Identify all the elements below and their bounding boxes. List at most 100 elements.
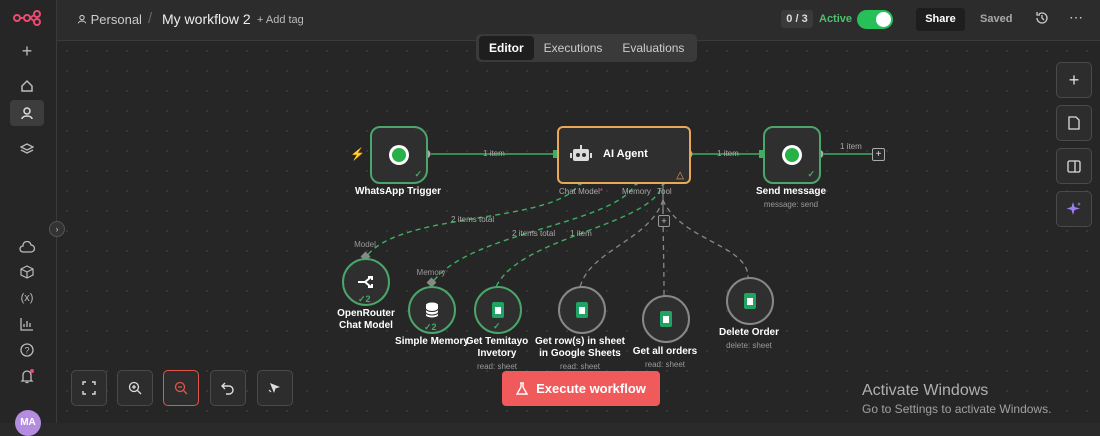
flask-icon	[516, 382, 529, 395]
home-icon[interactable]	[10, 73, 44, 99]
label-openrouter: OpenRouter Chat Model	[337, 308, 395, 331]
add-icon[interactable]: +	[21, 40, 33, 61]
breadcrumb-separator: /	[148, 10, 153, 27]
google-sheets-icon	[660, 311, 672, 327]
node-openrouter[interactable]: ✓2	[342, 258, 390, 306]
tidy-up-button[interactable]	[257, 370, 293, 406]
label-simple-memory: Simple Memory	[395, 336, 469, 347]
workflow-name[interactable]: My workflow 2	[162, 11, 251, 27]
avatar[interactable]: MA	[15, 410, 41, 436]
insights-icon[interactable]	[10, 311, 44, 337]
notifications-icon[interactable]	[10, 363, 44, 389]
undo-button[interactable]	[210, 370, 246, 406]
success-check-icon: ✓	[493, 321, 501, 331]
active-label: Active	[819, 13, 853, 25]
edge-label-model: 2 items total	[451, 215, 495, 224]
node-get-rows[interactable]	[558, 286, 606, 334]
sub-get-temitayo: read: sheet	[476, 362, 518, 371]
panel-toggle-button[interactable]	[1056, 148, 1092, 184]
sticky-note-button[interactable]	[1056, 105, 1092, 141]
node-ai-agent[interactable]: AI Agent △	[557, 126, 691, 184]
package-icon[interactable]	[10, 259, 44, 285]
zoom-in-button[interactable]	[117, 370, 153, 406]
watermark-subtitle: Go to Settings to activate Windows.	[862, 402, 1052, 416]
sparkle-icon	[1066, 202, 1081, 215]
add-tool-icon[interactable]: +	[658, 215, 670, 227]
database-icon	[425, 302, 439, 318]
breadcrumb-project[interactable]: Personal	[77, 12, 142, 27]
port-label-memory: Memory	[416, 268, 446, 277]
whatsapp-icon	[389, 145, 409, 165]
google-sheets-icon	[744, 293, 756, 309]
n8n-logo-icon[interactable]	[13, 10, 41, 26]
add-next-node-icon[interactable]: +	[872, 148, 885, 161]
more-menu-icon[interactable]: ⋯	[1069, 9, 1083, 25]
execute-workflow-button[interactable]: Execute workflow	[502, 371, 660, 406]
success-check-icon: ✓	[807, 169, 815, 179]
user-icon	[77, 14, 87, 24]
fit-view-icon	[82, 381, 96, 395]
share-label: Share	[925, 13, 956, 25]
edge-label-tool: 1 item	[570, 229, 592, 238]
node-delete-order[interactable]	[726, 277, 774, 325]
port-chat-model: Chat Model*	[559, 187, 604, 196]
counter-badge: 0 / 3	[781, 10, 813, 28]
undo-icon	[221, 382, 234, 395]
cursor-icon	[268, 383, 280, 393]
label-delete-order: Delete Order	[718, 327, 780, 338]
port-memory: Memory	[622, 187, 651, 196]
variables-icon[interactable]: (x)	[20, 292, 34, 304]
whatsapp-icon	[782, 145, 802, 165]
active-toggle[interactable]	[857, 10, 893, 29]
label-ai-agent: AI Agent	[603, 148, 648, 160]
tab-executions[interactable]: Executions	[543, 41, 603, 55]
node-send-message[interactable]: ✓	[763, 126, 821, 184]
node-get-all-orders[interactable]	[642, 295, 690, 343]
history-icon[interactable]	[1035, 11, 1049, 30]
label-get-all-orders: Get all orders	[632, 346, 698, 357]
sub-get-rows: read: sheet	[559, 362, 601, 371]
counter-text: 0 / 3	[786, 13, 808, 25]
zoom-out-button[interactable]	[163, 370, 199, 406]
edge-label-memory: 2 items total	[512, 229, 556, 238]
fit-view-button[interactable]	[71, 370, 107, 406]
trigger-bolt-icon: ⚡	[350, 147, 365, 161]
port-label-model: Model	[354, 240, 376, 249]
cloud-icon[interactable]	[10, 234, 44, 260]
layers-icon[interactable]	[10, 136, 44, 162]
personal-icon[interactable]	[10, 100, 44, 126]
sidebar: + › (x) ? MA	[0, 0, 65, 436]
collapse-sidebar-icon[interactable]: ›	[49, 221, 65, 237]
robot-icon	[570, 145, 592, 161]
edge-label-agent-send: 1 item	[717, 149, 739, 158]
edge-label-trigger: 1 item	[483, 149, 505, 158]
node-get-temitayo[interactable]: ✓	[474, 286, 522, 334]
sub-delete-order: delete: sheet	[726, 341, 772, 350]
execute-workflow-label: Execute workflow	[536, 381, 646, 396]
zoom-in-icon	[128, 381, 142, 395]
share-button[interactable]: Share	[916, 8, 965, 31]
project-name: Personal	[90, 12, 142, 27]
success-check-icon: ✓	[414, 169, 422, 179]
tab-evaluations[interactable]: Evaluations	[622, 41, 685, 55]
sub-get-all-orders: read: sheet	[644, 360, 686, 369]
label-get-temitayo: Get Temitayo Invetory	[465, 336, 529, 359]
view-tabs: Editor Executions Evaluations	[476, 34, 698, 62]
panel-icon	[1067, 159, 1081, 173]
edge-label-send-out: 1 item	[840, 142, 862, 151]
google-sheets-icon	[576, 302, 588, 318]
run-count-badge: ✓2	[358, 294, 371, 304]
warning-icon: △	[676, 170, 684, 181]
run-count-badge: ✓2	[424, 322, 437, 332]
node-whatsapp-trigger[interactable]: ✓	[370, 126, 428, 184]
activate-windows-watermark: Activate Windows Go to Settings to activ…	[862, 382, 1051, 416]
node-simple-memory[interactable]: ✓2	[408, 286, 456, 334]
help-icon[interactable]: ?	[10, 337, 44, 363]
label-whatsapp-trigger: WhatsApp Trigger	[354, 186, 442, 197]
note-icon	[1068, 116, 1080, 130]
google-sheets-icon	[492, 302, 504, 318]
add-node-button[interactable]: +	[1056, 62, 1092, 98]
add-tag-button[interactable]: + Add tag	[257, 14, 304, 26]
ai-assistant-button[interactable]	[1056, 191, 1092, 227]
tab-editor[interactable]: Editor	[479, 36, 534, 60]
